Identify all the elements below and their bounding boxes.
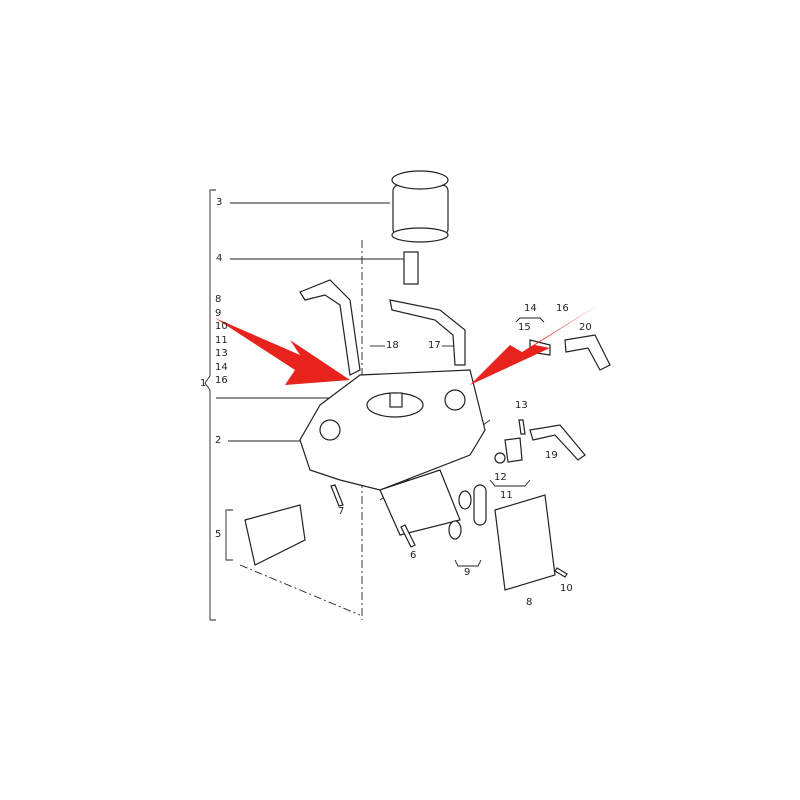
callout-18: 18	[386, 340, 399, 351]
callout-12: 12	[494, 472, 507, 483]
oil-filter	[391, 170, 449, 243]
threaded-stud	[403, 251, 419, 285]
assembly-list: 8 9 10 11 13 14 16	[215, 293, 228, 388]
diagram-line	[494, 452, 506, 464]
group-1-bracket	[204, 189, 216, 621]
oil-cooler	[494, 494, 556, 591]
bolt-10	[554, 567, 568, 578]
callout-3: 3	[216, 197, 223, 208]
diagram-line	[299, 369, 486, 491]
assembly-item: 13	[215, 348, 228, 359]
seal	[458, 490, 472, 510]
callout-14: 14	[524, 303, 537, 314]
callout-10: 10	[560, 583, 573, 594]
callout-19: 19	[545, 450, 558, 461]
bolt-6	[400, 524, 416, 548]
callout-5: 5	[215, 529, 222, 540]
gasket	[244, 504, 306, 566]
bolt-13	[518, 419, 526, 435]
diagram-line	[391, 227, 449, 243]
callout-2: 2	[215, 435, 222, 446]
assembly-item: 10	[215, 321, 228, 332]
callout-20: 20	[579, 322, 592, 333]
callout-17: 17	[428, 340, 441, 351]
oil-filter-housing	[299, 369, 486, 536]
seal	[473, 484, 487, 526]
seal	[448, 520, 462, 540]
callout-9: 9	[464, 567, 471, 578]
callout-7: 7	[338, 506, 345, 517]
callout-16: 16	[556, 303, 569, 314]
callout-1: 1	[200, 378, 207, 389]
diagram-line	[389, 392, 403, 408]
diagram-line	[319, 419, 341, 441]
red-arrow-left	[215, 318, 350, 385]
diagram-line	[454, 559, 482, 567]
assembly-item: 16	[215, 375, 228, 386]
diagram-line	[379, 469, 461, 536]
diagram-line	[391, 170, 449, 190]
pipe-17	[389, 299, 466, 366]
diagram-line	[225, 509, 233, 561]
diagram-line	[444, 389, 466, 411]
assembly-item: 9	[215, 307, 222, 319]
diagram-line	[489, 479, 531, 487]
red-arrow-right	[470, 305, 598, 385]
assembly-item: 11	[215, 334, 228, 346]
pipe-18	[299, 279, 361, 376]
hose-19	[529, 424, 586, 461]
callout-4: 4	[216, 253, 223, 264]
diagram-line	[239, 564, 361, 616]
callout-6: 6	[410, 550, 417, 561]
flange	[504, 437, 523, 463]
assembly-item: 14	[215, 361, 228, 373]
diagram-line	[515, 317, 545, 323]
bolt-7	[330, 484, 344, 507]
callout-11: 11	[500, 490, 513, 501]
callout-8: 8	[526, 597, 533, 608]
hose-20	[564, 334, 611, 371]
assembly-item: 8	[215, 294, 222, 305]
callout-15: 15	[518, 322, 531, 333]
callout-13: 13	[515, 400, 528, 411]
